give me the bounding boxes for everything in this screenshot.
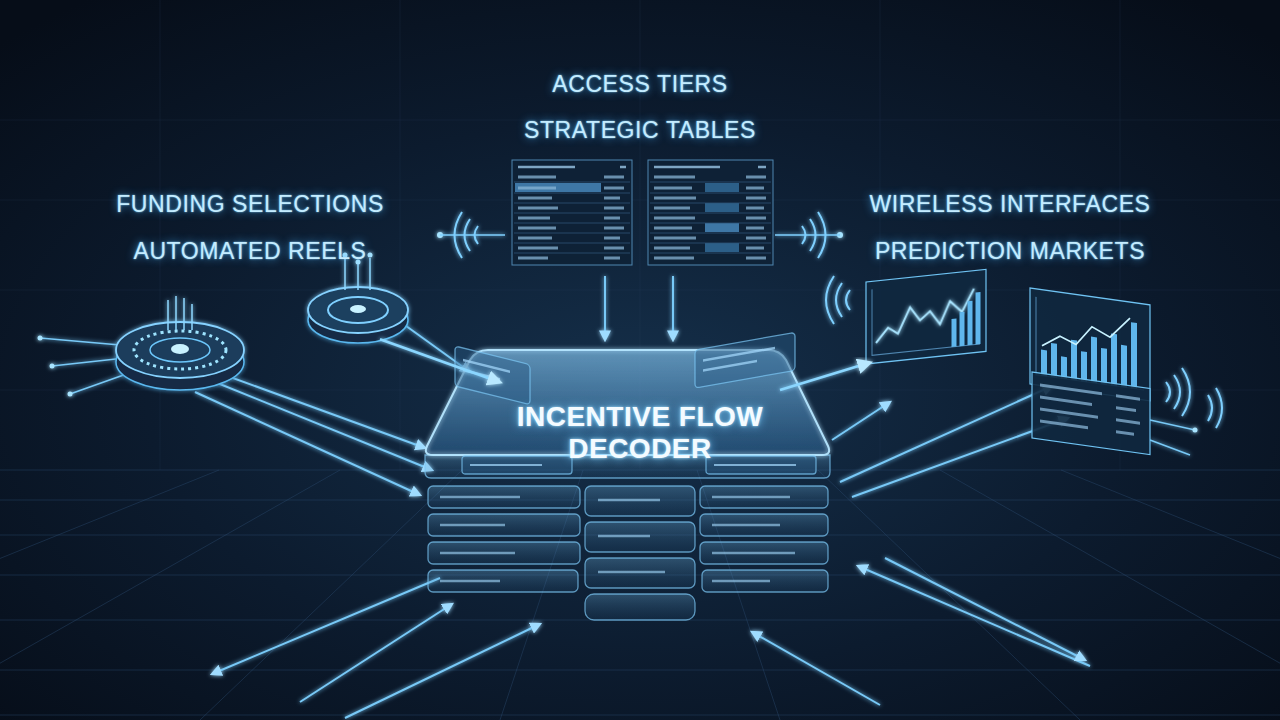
group-heading: ACCESS TIERS	[552, 71, 728, 98]
decoration-arrows	[212, 578, 440, 674]
component-group: FUNDING SELECTIONSAUTOMATED REELS	[120, 185, 380, 400]
chart-panel-table	[1032, 372, 1150, 455]
component-group: ACCESS TIERS STRATEGIC TABLES	[490, 65, 790, 270]
decoder-stack	[470, 464, 542, 466]
reel-disc-large	[168, 296, 192, 330]
table-panel-left	[518, 177, 558, 258]
decoder-stack	[455, 346, 530, 405]
table-panel-right	[705, 243, 739, 252]
decoration-arrows	[200, 366, 425, 448]
decoder-stack	[706, 456, 816, 474]
reel-disc-large	[134, 331, 226, 369]
decoder-stack	[695, 332, 795, 388]
chart-panel-table	[1032, 372, 1150, 455]
decoration-arrows	[1150, 420, 1195, 455]
table-panel-right	[746, 177, 766, 258]
decoration-arrows	[858, 566, 1090, 666]
table-panel-right	[654, 166, 766, 169]
wireless-arcs	[1166, 368, 1190, 416]
reel-disc-large	[150, 338, 210, 362]
signal-dots	[50, 364, 55, 369]
reel-disc-small	[308, 287, 408, 333]
group-heading: FUNDING SELECTIONS	[116, 191, 384, 218]
chart-panel-line	[954, 292, 978, 347]
decoration-arrows	[672, 276, 674, 340]
floor-grid	[0, 470, 1280, 720]
group-heading: WIRELESS INTERFACES	[869, 191, 1150, 218]
component-group: WIRELESS INTERFACES PREDICTION MARKETS	[870, 185, 1150, 455]
decoder-stack	[455, 346, 530, 405]
wireless-arcs	[1208, 388, 1222, 428]
decoder-stack	[703, 348, 775, 371]
decoration-arrows	[885, 558, 1085, 660]
table-panel-right	[654, 177, 696, 258]
flow-arrow	[780, 363, 870, 390]
decoder-box: INCENTIVE FLOW DECODER	[500, 370, 780, 495]
signal-dots	[38, 336, 43, 341]
decoder-stack	[706, 456, 816, 474]
reel-disc-small	[328, 297, 388, 323]
decoration-arrows	[345, 624, 540, 718]
chart-panel-table	[1040, 385, 1140, 435]
table-panel-right	[705, 203, 739, 212]
table-panel-left	[512, 160, 632, 265]
decoder-stack	[462, 456, 572, 474]
decoration-arrows	[40, 276, 1195, 718]
reel-disc-small	[350, 305, 366, 313]
reel-disc-small	[308, 258, 408, 343]
table-panel-left	[604, 177, 624, 258]
table-panel-right	[648, 160, 773, 265]
decoration-arrows	[210, 380, 432, 470]
decoder-stack	[425, 332, 830, 620]
floor-grid	[0, 470, 1280, 715]
decoration-arrows	[832, 402, 890, 440]
table-panel-right	[705, 183, 739, 192]
reel-disc-large	[171, 344, 189, 354]
signal-dots	[68, 392, 73, 397]
wireless-arcs	[826, 276, 850, 324]
chart-panel-line	[876, 289, 974, 343]
flow-arrow	[380, 339, 500, 382]
decoder-title: INCENTIVE FLOW DECODER	[500, 401, 780, 464]
floor-grid	[0, 0, 1280, 470]
wireless-arcs	[455, 212, 479, 258]
wireless-arcs	[440, 234, 505, 236]
group-heading: STRATEGIC TABLES	[524, 117, 756, 144]
table-panel-left	[512, 160, 632, 265]
decoder-stack	[440, 497, 795, 581]
decoration-arrows	[840, 386, 1052, 482]
decoration-arrows	[300, 604, 452, 702]
flow-arrow	[639, 270, 642, 370]
decoder-stack	[585, 594, 695, 620]
chart-panel-line	[872, 278, 980, 355]
table-panel-right	[648, 160, 773, 265]
table-panel-left	[518, 166, 626, 169]
table-panel-left	[514, 182, 630, 253]
group-heading: AUTOMATED REELS	[133, 238, 366, 265]
decoder-stack	[714, 464, 796, 466]
chart-panel-line	[866, 269, 986, 364]
decoder-stack	[695, 332, 795, 388]
wireless-arcs	[802, 212, 826, 258]
reel-disc-large	[116, 322, 244, 378]
group-heading: PREDICTION MARKETS	[875, 238, 1145, 265]
table-panel-right	[705, 223, 739, 232]
decoration-arrows	[752, 632, 880, 705]
decoder-stack	[463, 360, 510, 382]
table-panel-right	[650, 182, 771, 253]
decoration-arrows	[195, 392, 420, 495]
signal-dots	[368, 253, 373, 258]
reel-disc-large	[116, 296, 244, 390]
wireless-arcs	[775, 234, 840, 236]
decoration-arrows	[604, 276, 606, 340]
chart-panel-line	[866, 269, 986, 364]
chart-panel-bars	[1042, 306, 1130, 358]
signal-dots	[1193, 428, 1198, 433]
decoder-stack	[462, 456, 572, 474]
